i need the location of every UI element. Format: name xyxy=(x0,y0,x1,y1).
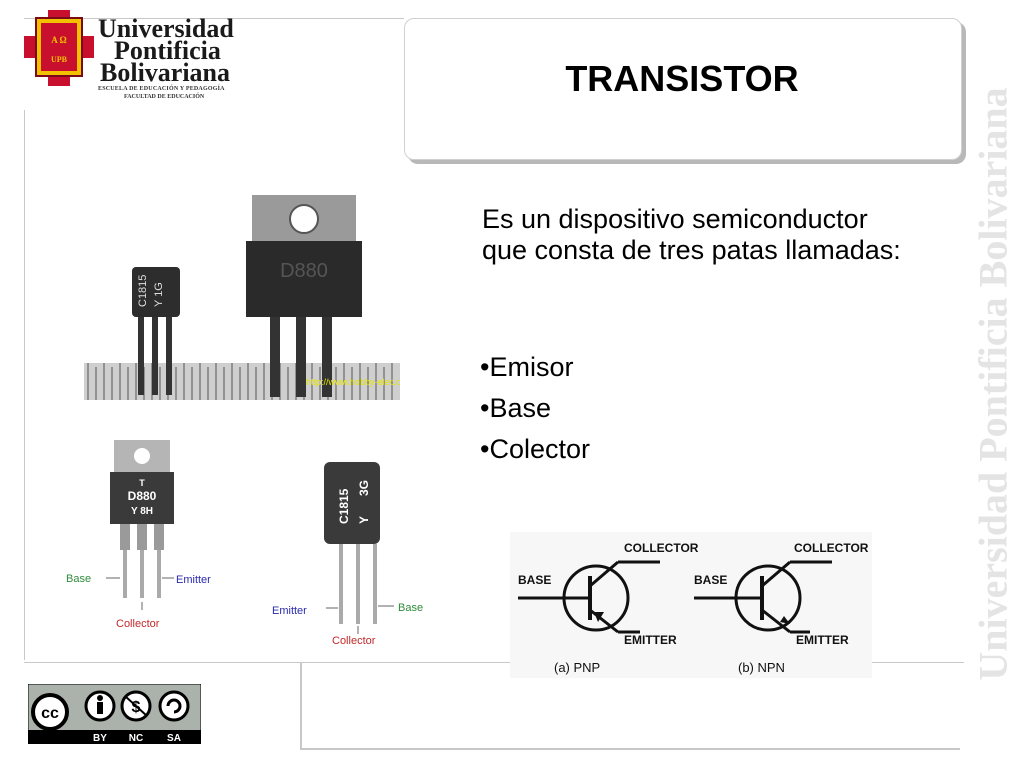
photo-small-marking-1: C1815 xyxy=(137,275,149,307)
d880-marking-2: D880 xyxy=(128,489,157,503)
description-text: Es un dispositivo semiconductor que cons… xyxy=(482,204,901,265)
c1815-emitter-label: Emitter xyxy=(272,605,307,617)
watermark-text: Universidad Pontificia Bolivariana xyxy=(970,87,1015,681)
university-shield-icon: A Ω UPB xyxy=(24,10,94,86)
list-item-colector: •Colector xyxy=(480,434,590,464)
list-item-base: •Base xyxy=(480,393,551,423)
frame-line-bottom xyxy=(24,662,964,663)
npn-collector-label: COLLECTOR xyxy=(794,541,869,555)
npn-emitter-label: EMITTER xyxy=(796,633,849,647)
license-nc: NC xyxy=(129,733,143,744)
logo-line-3: Bolivariana xyxy=(100,58,231,87)
cc-icon-text: cc xyxy=(41,705,59,722)
d880-emitter-label: Emitter xyxy=(176,574,211,586)
logo-subtitle-1: ESCUELA DE EDUCACIÓN Y PEDAGOGÍA xyxy=(98,86,225,92)
license-by: BY xyxy=(93,733,107,744)
npn-base-label: BASE xyxy=(694,573,727,587)
license-sa: SA xyxy=(167,733,181,744)
frame-line-vertical xyxy=(300,662,302,750)
npn-caption: (b) NPN xyxy=(738,660,785,675)
frame-line-left xyxy=(24,110,25,660)
d880-marking-3: Y 8H xyxy=(131,506,153,517)
d880-collector-label: Collector xyxy=(116,618,160,630)
cc-icon xyxy=(31,693,69,731)
pnp-base-label: BASE xyxy=(518,573,551,587)
c1815-marking-2: 3G xyxy=(357,480,371,496)
sharealike-icon xyxy=(158,690,190,722)
to92-pinout-diagram: C1815 3G Y Emitter Base Collector xyxy=(272,462,423,647)
logo-line-1: Universidad xyxy=(98,14,234,43)
transistor-symbols-diagram: COLLECTOR BASE EMITTER (a) PNP COLLECTOR… xyxy=(510,532,872,678)
pnp-collector-label: COLLECTOR xyxy=(624,541,699,555)
to220-pinout-diagram: T D880 Y 8H Base Emitter Collector xyxy=(66,440,211,630)
pnp-caption: (a) PNP xyxy=(554,660,600,675)
d880-base-label: Base xyxy=(66,573,91,585)
photo-url: http://www.hobby-elec.org/ xyxy=(306,377,400,387)
title-box xyxy=(404,18,962,160)
terminal-list: •Emisor •Base •Colector xyxy=(480,352,590,475)
c1815-marking-1: C1815 xyxy=(337,488,351,524)
slide-title: TRANSISTOR xyxy=(565,58,799,99)
pnp-emitter-label: EMITTER xyxy=(624,633,677,647)
logo-subtitle-2: FACULTAD DE EDUCACIÓN xyxy=(124,94,205,100)
shield-top-text: A Ω xyxy=(51,35,66,45)
cc-license-badge: cc $ BY NC SA xyxy=(28,684,201,744)
watermark: Universidad Pontificia Bolivariana xyxy=(965,15,1020,753)
svg-text:$: $ xyxy=(132,699,141,716)
logo-line-2: Pontificia xyxy=(114,36,221,65)
c1815-base-label: Base xyxy=(398,602,423,614)
photo-small-marking-2: Y 1G xyxy=(153,282,165,307)
shield-bottom-text: UPB xyxy=(51,55,68,64)
c1815-marking-3: Y xyxy=(357,516,371,524)
transistor-photo: C1815 Y 1G D880 http://www.hobby-elec.or… xyxy=(84,195,400,400)
list-item-emisor: •Emisor xyxy=(480,352,574,382)
frame-line-top xyxy=(24,18,404,19)
frame-line-bottom-right xyxy=(300,748,960,750)
d880-marking-1: T xyxy=(139,478,145,488)
c1815-collector-label: Collector xyxy=(332,635,376,647)
photo-large-marking: D880 xyxy=(280,260,328,282)
